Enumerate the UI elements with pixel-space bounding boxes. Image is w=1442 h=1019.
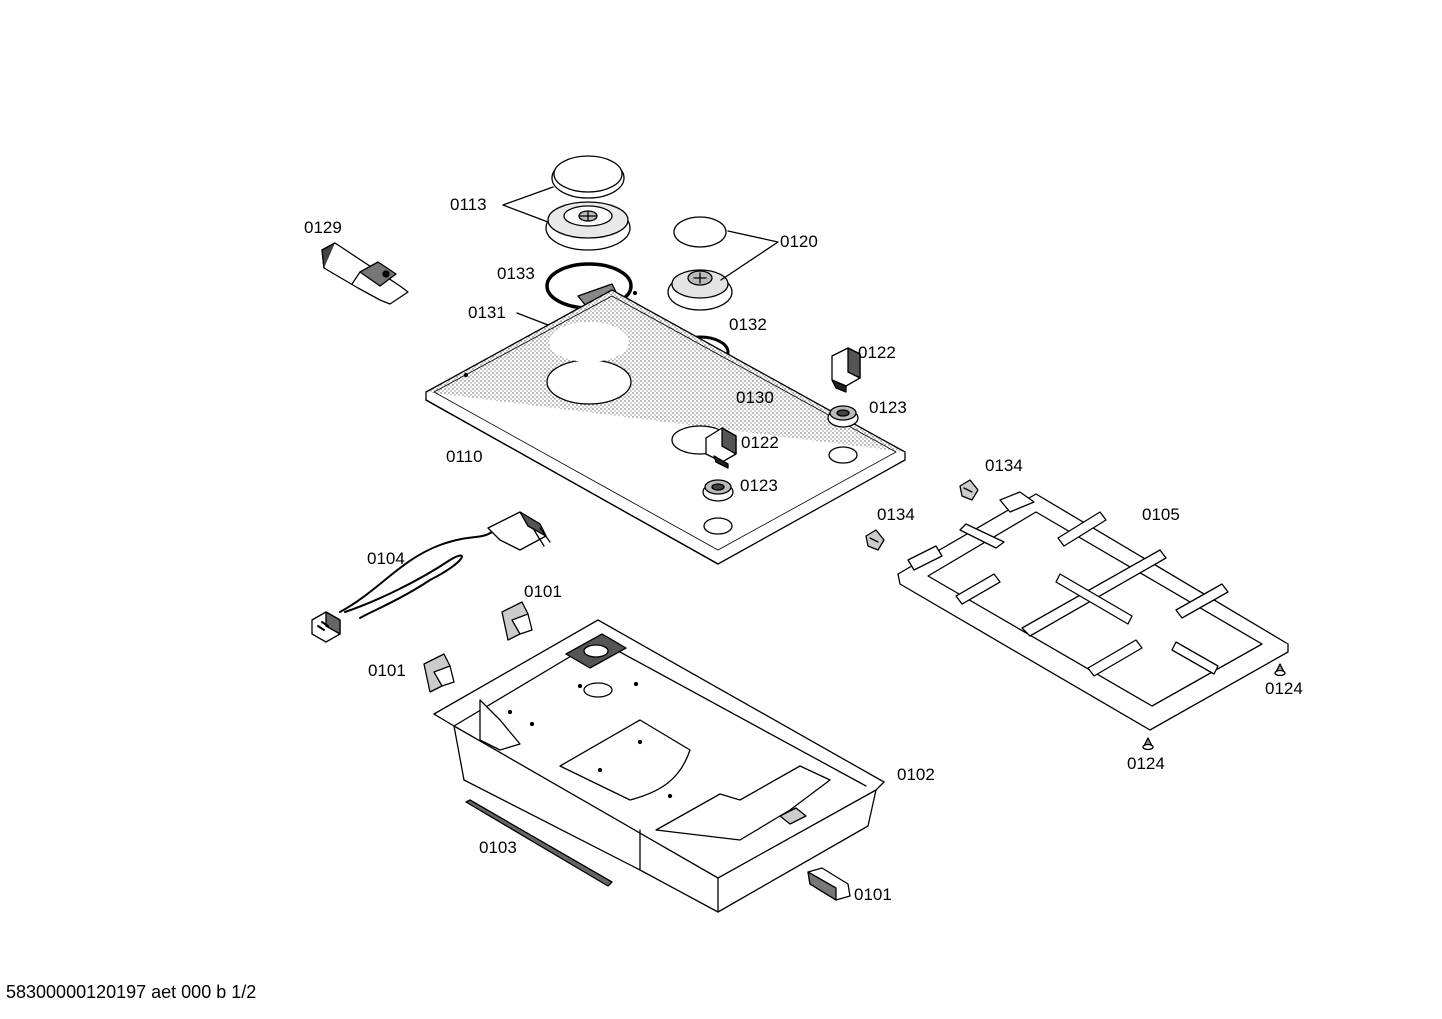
- callout-0130: 0130: [736, 388, 774, 407]
- mounting-bracket-0101-b: [423, 653, 455, 693]
- grate-clip-0134-b: [865, 529, 885, 551]
- pan-support-grate: [897, 491, 1289, 731]
- callout-0105: 0105: [1142, 505, 1180, 524]
- callout-0134-lower: 0134: [877, 505, 915, 524]
- callout-0113: 0113: [450, 195, 487, 214]
- callout-0132: 0132: [729, 315, 767, 334]
- control-knob-0122-center: [705, 427, 737, 469]
- callout-0131: 0131: [468, 303, 506, 322]
- bottom-tray: [433, 619, 885, 913]
- callout-0101-upper: 0101: [524, 582, 562, 601]
- callout-0124-bottom: 0124: [1127, 754, 1165, 773]
- callout-0110: 0110: [446, 447, 483, 466]
- callout-0122-right: 0122: [858, 343, 896, 362]
- grate-clip-0134-a: [959, 479, 979, 501]
- rubber-foot-0124-b: [1142, 737, 1154, 751]
- power-cable: [311, 511, 551, 643]
- control-knob-0122-right: [831, 347, 861, 393]
- callout-0133: 0133: [497, 264, 535, 283]
- callout-0102: 0102: [897, 765, 935, 784]
- hob-top-plate: [425, 289, 906, 565]
- callout-0124-right: 0124: [1265, 679, 1303, 698]
- rubber-foot-0124-a: [1274, 663, 1286, 677]
- mounting-bracket-0101-a: [501, 601, 533, 641]
- callout-0104: 0104: [367, 549, 405, 568]
- callout-0134-upper: 0134: [985, 456, 1023, 475]
- callout-0101-lower: 0101: [854, 885, 892, 904]
- callout-0101-left: 0101: [368, 661, 406, 680]
- callout-0123-center: 0123: [740, 476, 778, 495]
- callout-0120: 0120: [780, 232, 818, 251]
- burner-cap-large: [551, 155, 625, 199]
- knob-bezel-0123-right: [827, 405, 859, 428]
- burner-crown-small: [667, 269, 733, 311]
- knob-bezel-0123-center: [702, 479, 734, 502]
- drawing-reference-number: 58300000120197 aet 000 b 1/2: [6, 982, 257, 1002]
- callout-0122-center: 0122: [741, 433, 779, 452]
- callout-0103: 0103: [479, 838, 517, 857]
- callout-0129: 0129: [304, 218, 342, 237]
- burner-cap-small: [673, 216, 727, 248]
- mounting-bracket-0101-c: [807, 867, 851, 901]
- burner-crown-large: [545, 201, 631, 251]
- seal-strip: [465, 799, 613, 887]
- ignition-plug: [321, 242, 409, 305]
- callout-0123-right: 0123: [869, 398, 907, 417]
